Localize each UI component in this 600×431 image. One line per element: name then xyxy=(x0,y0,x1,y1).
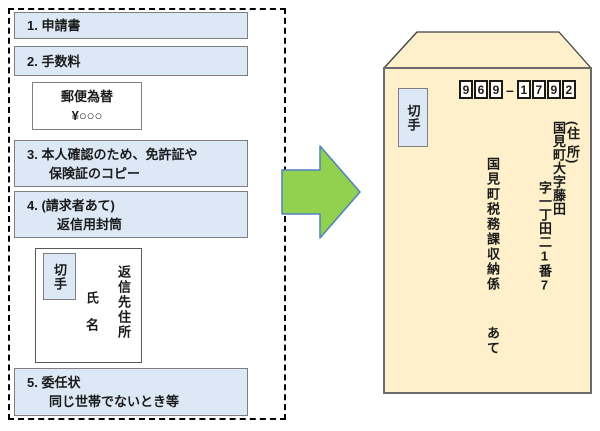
item3-line1: 3. 本人確認のため、免許証や xyxy=(27,147,198,162)
reply-address-label: 返信先住所 xyxy=(116,265,131,340)
item4-line1: 4. (請求者あて) xyxy=(27,198,115,213)
right-arrow-icon xyxy=(281,145,361,239)
postal-digit: 1 xyxy=(516,80,531,99)
postal-digit: 2 xyxy=(561,80,576,99)
envelope-outline xyxy=(383,31,592,394)
reply-name-label: 氏名 xyxy=(84,291,99,345)
postal-digit: 6 xyxy=(474,80,488,99)
item4-line2: 返信用封筒 xyxy=(57,217,123,232)
checklist-item-reply-envelope: 4. (請求者あて) 返信用封筒 xyxy=(14,191,248,238)
item5-line2: 同じ世帯でないとき等 xyxy=(49,394,180,409)
address-heading: (住 所) xyxy=(565,121,580,165)
envelope-illustration: 切手 9 6 9 – 1 7 9 2 (住 所) 国見町大字藤田 字一丁田二1番… xyxy=(383,30,593,395)
recipient-line: 国見町税務課収納係 あて xyxy=(485,157,500,356)
postal-digit: 9 xyxy=(546,80,561,99)
reply-stamp-box: 切手 xyxy=(43,253,76,300)
checklist-item-application: 1. 申請書 xyxy=(14,12,248,39)
checklist-item-id-copy: 3. 本人確認のため、免許証や 保険証のコピー xyxy=(14,140,248,187)
checklist-item-fee: 2. 手数料 xyxy=(14,46,248,76)
reply-stamp-label: 切手 xyxy=(52,262,67,291)
postal-digit: 9 xyxy=(489,80,503,99)
address-line1: 国見町大字藤田 xyxy=(551,121,566,216)
stamp-label: 切手 xyxy=(405,103,421,132)
address-line2: 字一丁田二1番7 xyxy=(537,181,552,293)
required-items-panel: 1. 申請書 2. 手数料 郵便為替 ¥○○○ 3. 本人確認のため、免許証や … xyxy=(8,8,286,420)
money-order-label: 郵便為替 xyxy=(60,89,113,104)
reply-envelope-illustration: 切手 返信先住所 氏名 xyxy=(35,248,142,363)
postal-digit: 7 xyxy=(531,80,546,99)
stamp-box: 切手 xyxy=(398,88,428,147)
checklist-item-power-of-attorney: 5. 委任状 同じ世帯でないとき等 xyxy=(14,368,248,416)
item3-line2: 保険証のコピー xyxy=(49,166,141,181)
postal-money-order-box: 郵便為替 ¥○○○ xyxy=(32,82,142,130)
item5-line1: 5. 委任状 xyxy=(27,375,81,390)
postal-digit: 9 xyxy=(459,80,473,99)
money-order-amount: ¥○○○ xyxy=(71,108,103,123)
postal-code: 9 6 9 – 1 7 9 2 xyxy=(459,80,576,99)
envelope-flap xyxy=(383,31,592,69)
postal-code-separator: – xyxy=(506,81,514,98)
